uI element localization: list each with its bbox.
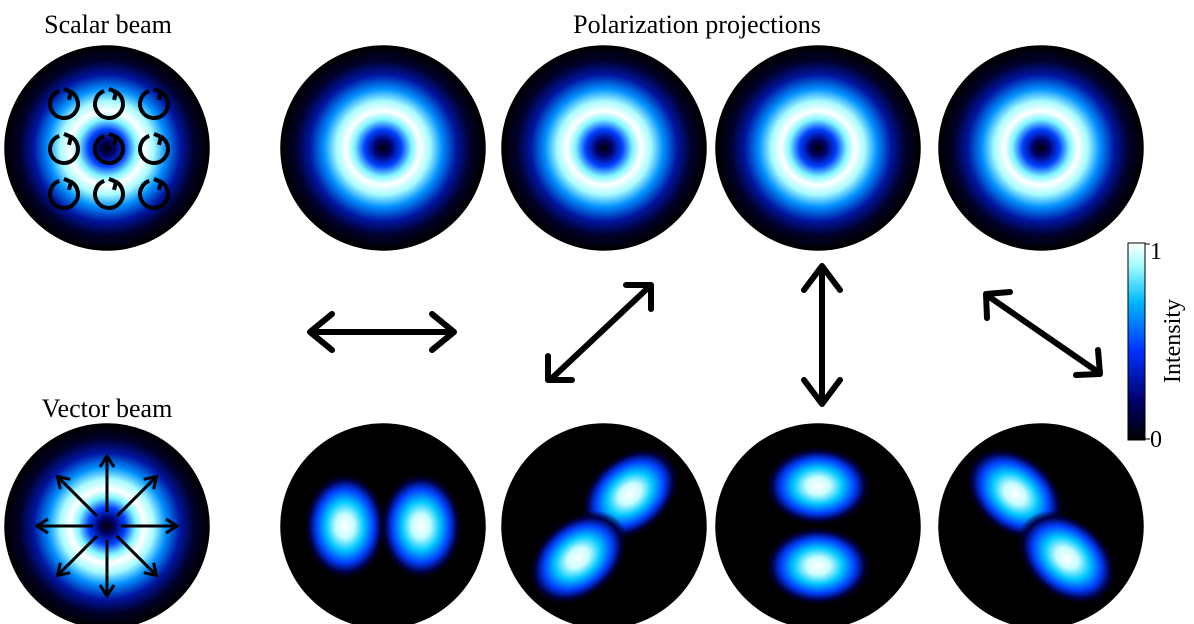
circular-polarization-arrows — [48, 87, 170, 210]
polarizer-arrow-horizontal — [307, 311, 457, 353]
radial-polarization-arrows — [34, 453, 180, 599]
polarizer-arrow-vertical — [801, 263, 843, 407]
circular-arrow-icon — [48, 133, 80, 165]
lobe-projection-vertical — [715, 423, 921, 624]
radial-arrowhead-icon — [143, 474, 159, 490]
circular-arrowhead-icon — [63, 177, 74, 191]
radial-arrow-icon — [56, 475, 99, 518]
circular-arrow-icon — [48, 178, 80, 210]
circular-arrowhead-icon — [63, 87, 74, 101]
circular-arrowhead-icon — [153, 177, 164, 191]
scalar-beam-title: Scalar beam — [44, 10, 172, 39]
radial-arrowhead-icon — [165, 517, 180, 535]
radial-arrowhead-icon — [34, 517, 49, 535]
radial-arrow-icon — [115, 534, 158, 577]
circular-arrow-icon — [93, 178, 125, 210]
circular-arrow-icon — [138, 133, 170, 165]
donut-projection-diagonal — [501, 45, 707, 251]
circular-arrowhead-icon — [108, 132, 119, 146]
polarizer-arrow-antidiagonal — [983, 289, 1103, 378]
scalar-beam-plot — [4, 45, 210, 251]
radial-arrowhead-icon — [55, 562, 71, 578]
radial-arrowhead-icon — [143, 562, 159, 578]
lobe-projection-horizontal — [280, 423, 486, 624]
circular-arrowhead-icon — [108, 87, 119, 101]
radial-arrow-icon — [115, 475, 158, 518]
colorbar-axis-label: Intensity — [1160, 299, 1186, 383]
radial-arrowhead-icon — [98, 453, 116, 468]
donut-projection-antidiagonal — [938, 45, 1144, 251]
radial-arrowhead-icon — [55, 474, 71, 490]
radial-arrowhead-icon — [98, 584, 116, 599]
circular-arrow-icon — [48, 88, 80, 120]
circular-arrowhead-icon — [108, 177, 119, 191]
radial-arrow-icon — [56, 534, 99, 577]
colorbar-max-label: 1 — [1150, 239, 1162, 265]
lobe-projection-antidiagonal — [938, 423, 1144, 624]
circular-arrow-icon — [138, 88, 170, 120]
vector-beam-plot — [4, 423, 210, 624]
circular-arrowhead-icon — [153, 87, 164, 101]
polarization-projections-title: Polarization projections — [573, 10, 821, 39]
circular-arrow-icon — [93, 88, 125, 120]
vector-beam-title: Vector beam — [42, 394, 173, 423]
lobe-projection-diagonal — [501, 423, 707, 624]
circular-arrowhead-icon — [63, 132, 74, 146]
circular-arrow-icon — [138, 178, 170, 210]
colorbar-min-label: 0 — [1150, 427, 1162, 453]
circular-arrowhead-icon — [153, 132, 164, 146]
circular-arrow-icon — [93, 133, 125, 165]
intensity-colorbar: 1 0 Intensity — [1127, 239, 1186, 453]
polarizer-arrow-diagonal — [545, 282, 654, 383]
donut-projection-horizontal — [280, 45, 486, 251]
donut-projection-vertical — [715, 45, 921, 251]
